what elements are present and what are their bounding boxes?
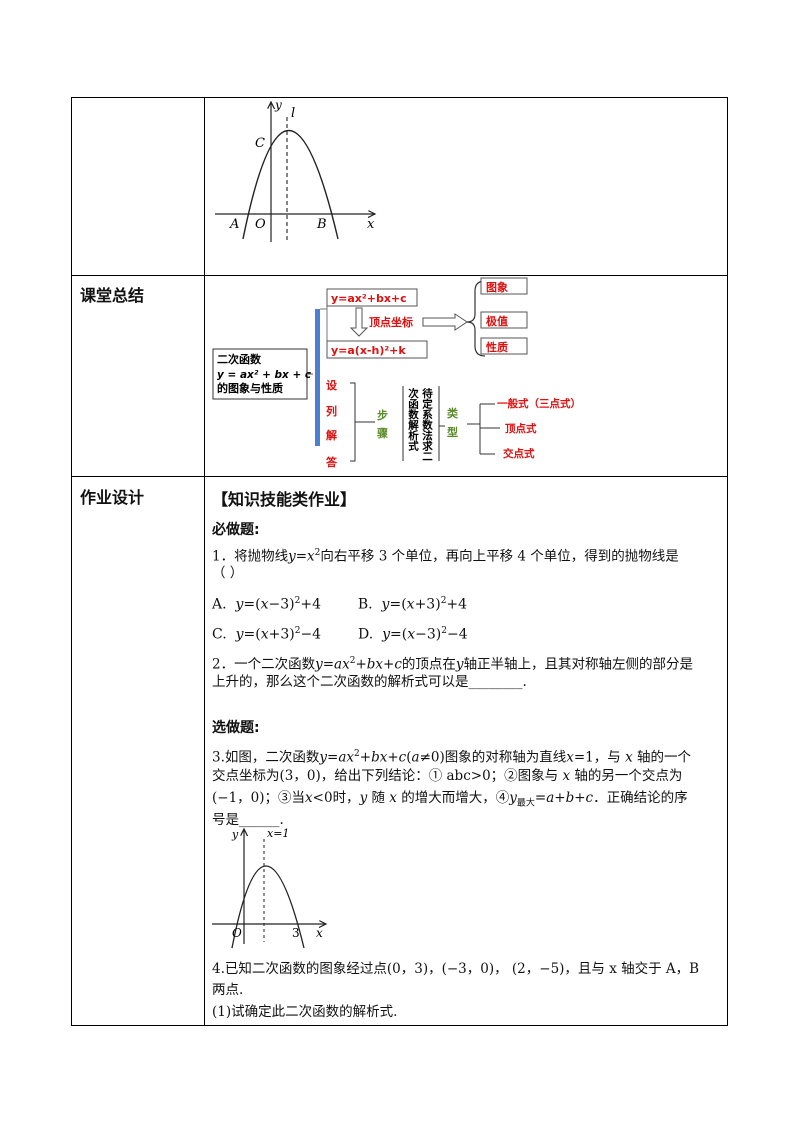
q3-e: 交点坐标为 bbox=[212, 768, 280, 784]
prop-graph: 图象 bbox=[486, 280, 508, 294]
q2-mid: 的顶点在 bbox=[401, 656, 456, 673]
q4-line-1: 4.已知二次函数的图象经过点(0，3)，(−3，0)， (2，−5)，且与 x … bbox=[212, 961, 700, 977]
general-form: y=ax²+bx+c bbox=[331, 292, 407, 305]
q3-f: ，给出下列结论：① abc>0；②图象与 bbox=[320, 768, 559, 784]
q3-line-3: (−1，0)；③当x<0时，y 随 x 的增大而增大，④y最大=a+b+c．正确… bbox=[212, 790, 688, 809]
prop-extreme: 极值 bbox=[486, 314, 508, 328]
q1-line-1: 1．将抛物线y=x2向右平移 3 个单位，再向上平移 4 个单位，得到的抛物线是 bbox=[212, 548, 679, 565]
row-divider-1 bbox=[72, 275, 727, 276]
q3-h: ；③当 bbox=[264, 790, 306, 806]
label-y-2: y bbox=[231, 828, 239, 841]
q3-i: 时， bbox=[332, 790, 360, 806]
q3-d: 轴的一个 bbox=[636, 749, 691, 766]
q4-line-2: 两点. bbox=[212, 982, 244, 998]
label-x: x bbox=[367, 217, 375, 232]
option-c-label: C. bbox=[212, 626, 227, 643]
method-col-1: 次函数解析式 bbox=[407, 387, 419, 452]
option-a-label: A. bbox=[212, 596, 227, 613]
q2-suffix: 轴正半轴上，且其对称轴左侧的部分是 bbox=[463, 656, 694, 673]
required-title: 必做题: bbox=[212, 522, 260, 538]
blue-bar bbox=[315, 309, 320, 446]
q3-j: 随 bbox=[371, 790, 386, 806]
step-3: 解 bbox=[326, 428, 337, 442]
vertex-coord-label: 顶点坐标 bbox=[369, 315, 413, 329]
optional-title: 选做题: bbox=[212, 720, 260, 736]
parabola-curve-2 bbox=[231, 865, 305, 949]
option-d-label: D. bbox=[358, 626, 374, 643]
homework-label: 作业设计 bbox=[80, 488, 145, 507]
label-A: A bbox=[229, 217, 239, 232]
label-x-eq-1: x=1 bbox=[267, 827, 289, 840]
label-C: C bbox=[255, 136, 265, 151]
down-arrow-icon bbox=[349, 307, 369, 337]
buzhou-1: 步 bbox=[377, 408, 388, 422]
q3-k: 的增大而增大，④ bbox=[401, 790, 510, 806]
prop-nature: 性质 bbox=[486, 340, 508, 354]
q4-sub-1: (1)试确定此二次函数的解析式. bbox=[212, 1004, 398, 1020]
q1-options-row-2: C. y=(x+3)2−4 D. y=(x−3)2−4 bbox=[212, 626, 468, 643]
type-general: 一般式（三点式） bbox=[497, 397, 581, 410]
label-3: 3 bbox=[292, 926, 300, 940]
q3-line-4: 号是______. bbox=[212, 812, 284, 828]
step-1: 设 bbox=[326, 378, 338, 392]
parabola-curve bbox=[242, 130, 339, 240]
label-l: l bbox=[291, 106, 295, 121]
brace-icon bbox=[466, 280, 486, 357]
column-divider bbox=[204, 98, 205, 1025]
right-arrow-icon bbox=[422, 313, 468, 331]
label-O: O bbox=[255, 217, 266, 232]
q2-line-1: 2．一个二次函数y=ax2+bx+c的顶点在y轴正半轴上，且其对称轴左侧的部分是 bbox=[212, 656, 694, 673]
row-divider-2 bbox=[72, 476, 727, 477]
parabola-figure-1: y l C A O B x bbox=[215, 98, 395, 242]
leixing-1: 类 bbox=[447, 406, 459, 420]
center-box bbox=[212, 348, 308, 400]
summary-mind-map: 二次函数 y = ax² + bx + c 的图象与性质 y=ax²+bx+c … bbox=[212, 277, 581, 469]
q3-a: 3.如图，二次函数 bbox=[212, 749, 320, 766]
step-4: 答 bbox=[326, 455, 338, 469]
type-vertex: 顶点式 bbox=[505, 422, 537, 435]
step-2: 列 bbox=[326, 404, 337, 418]
label-y: y bbox=[274, 98, 282, 112]
center-line-3: 的图象与性质 bbox=[217, 381, 283, 395]
q1-prefix: 1．将抛物线 bbox=[212, 548, 289, 565]
general-form-box bbox=[326, 288, 418, 307]
option-b-label: B. bbox=[357, 596, 373, 613]
q3-b: 图象的对称轴为直线 bbox=[444, 749, 567, 766]
q1-options-row-1: A. y=(x−3)2+4 B. y=(x+3)2+4 bbox=[212, 596, 468, 613]
q1-text: 向右平移 3 个单位，再向上平移 4 个单位，得到的抛物线是 bbox=[320, 548, 679, 565]
summary-label: 课堂总结 bbox=[80, 286, 145, 305]
label-O-2: O bbox=[232, 926, 242, 940]
label-B: B bbox=[316, 217, 327, 232]
center-line-1: 二次函数 bbox=[217, 352, 262, 366]
type-intercept: 交点式 bbox=[503, 447, 535, 460]
q3-line-2: 交点坐标为(3，0)，给出下列结论：① abc>0；②图象与 x 轴的另一个交点… bbox=[212, 768, 683, 784]
vertex-form: y=a(x-h)²+k bbox=[331, 344, 406, 357]
label-x-2: x bbox=[316, 926, 323, 940]
lesson-table: 课堂总结 作业设计 bbox=[71, 97, 728, 1026]
leixing-2: 型 bbox=[447, 425, 458, 439]
buzhou-2: 骤 bbox=[377, 427, 388, 440]
parabola-figure-2: y x=1 O 3 x bbox=[212, 827, 338, 949]
q3-c: ，与 bbox=[593, 749, 621, 766]
center-line-2: y = ax² + bx + c bbox=[217, 369, 312, 381]
q2-line-2: 上升的，那么这个二次函数的解析式可以是________. bbox=[212, 674, 527, 690]
section-title: 【知识技能类作业】 bbox=[212, 490, 357, 509]
q2-prefix: 2．一个二次函数 bbox=[212, 656, 316, 673]
method-col-2: 待定系数法求二 bbox=[421, 387, 433, 461]
q3-g: 轴的另一个交点为 bbox=[574, 768, 683, 784]
q3-l: ．正确结论的序 bbox=[593, 790, 688, 806]
q1-paren: （ ） bbox=[212, 565, 244, 581]
q3-line-1: 3.如图，二次函数y=ax2+bx+c(a≠0)图象的对称轴为直线x=1，与 x… bbox=[212, 749, 691, 766]
vertex-form-box bbox=[326, 340, 428, 359]
